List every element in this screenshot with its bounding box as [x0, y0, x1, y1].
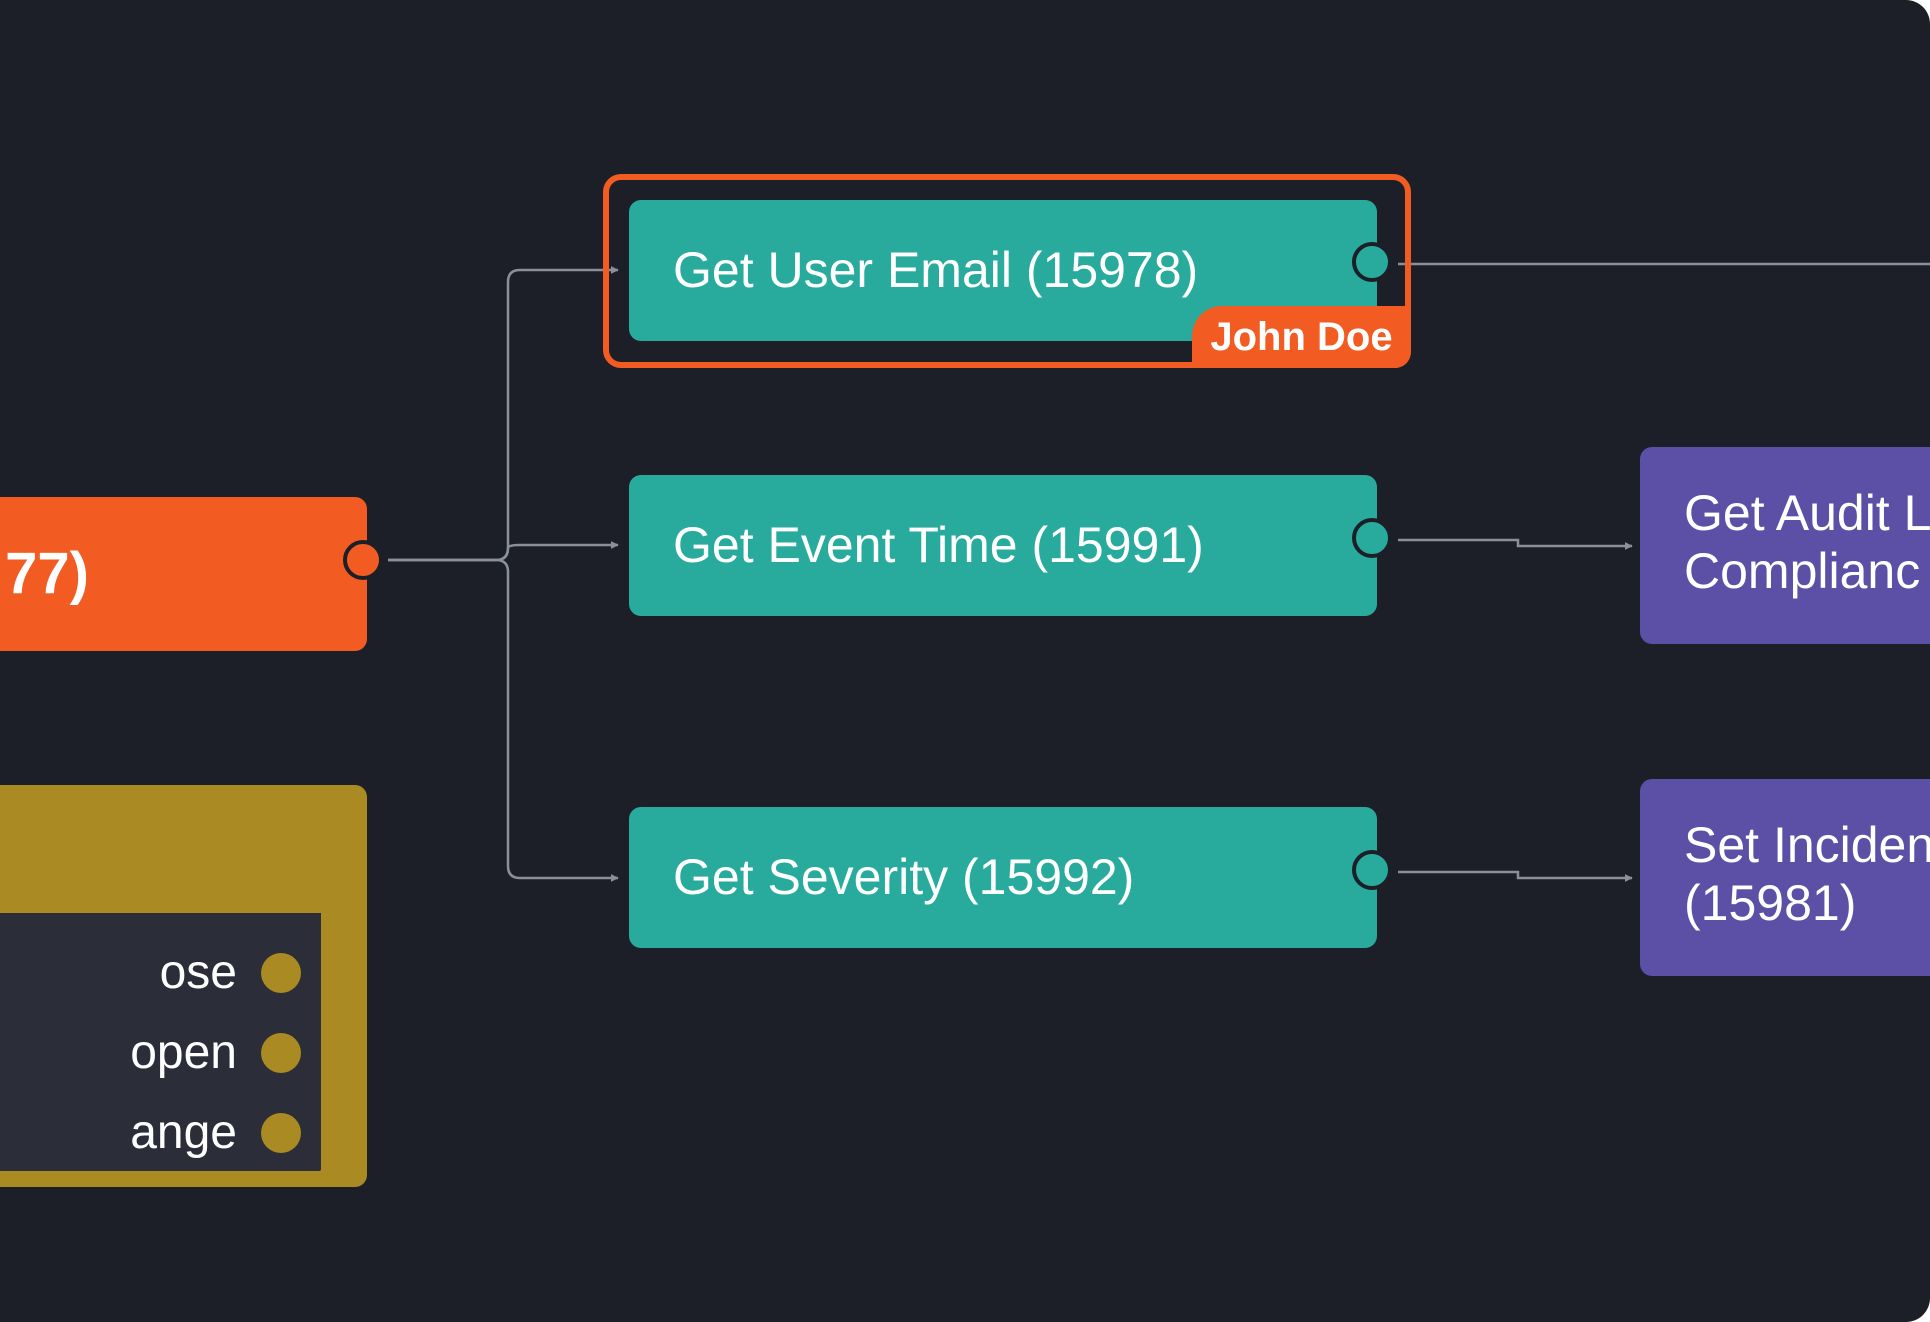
edge-get-severity-to-set-incident[interactable] [1398, 870, 1633, 882]
get-event-time-node[interactable]: Get Event Time (15991) [629, 475, 1377, 616]
set-incident-node[interactable]: Set Inciden (15981) [1640, 779, 1930, 976]
get-user-email-label: Get User Email (15978) [673, 241, 1199, 298]
branch-label: ange [130, 1106, 237, 1159]
get-user-email-output-handle[interactable] [1352, 242, 1392, 282]
branch-label: ose [159, 946, 237, 999]
condition-branches: ose open ange [0, 913, 327, 1177]
branch-label: open [130, 1026, 237, 1079]
get-audit-node[interactable]: Get Audit L Complianc [1640, 447, 1930, 644]
trigger-node-label: 77) [5, 540, 89, 606]
edge-get-event-time-to-get-audit[interactable] [1398, 538, 1633, 550]
collaborator-badge: John Doe [1192, 306, 1411, 368]
selection-outline [603, 174, 1411, 368]
condition-branch[interactable]: ose [0, 943, 327, 1003]
edge-trigger-to-get-event-time[interactable] [388, 541, 619, 562]
get-severity-node[interactable]: Get Severity (15992) [629, 807, 1377, 948]
branch-output-handle[interactable] [261, 953, 301, 993]
condition-node[interactable]: ose open ange [0, 785, 367, 1187]
trigger-node[interactable]: 77) [0, 497, 367, 651]
trigger-output-handle[interactable] [343, 540, 383, 580]
get-event-time-label: Get Event Time (15991) [673, 516, 1204, 573]
set-incident-label: Set Inciden (15981) [1684, 817, 1930, 931]
get-event-time-output-handle[interactable] [1352, 518, 1392, 558]
get-severity-label: Get Severity (15992) [673, 848, 1135, 905]
edge-trigger-to-get-severity[interactable] [388, 558, 619, 882]
get-severity-output-handle[interactable] [1352, 850, 1392, 890]
edge-trigger-to-get-user-email[interactable] [388, 266, 619, 562]
condition-branch[interactable]: ange [0, 1103, 327, 1163]
condition-branch[interactable]: open [0, 1023, 327, 1083]
branch-output-handle[interactable] [261, 1033, 301, 1073]
branch-output-handle[interactable] [261, 1113, 301, 1153]
get-audit-label: Get Audit L Complianc [1684, 485, 1930, 599]
